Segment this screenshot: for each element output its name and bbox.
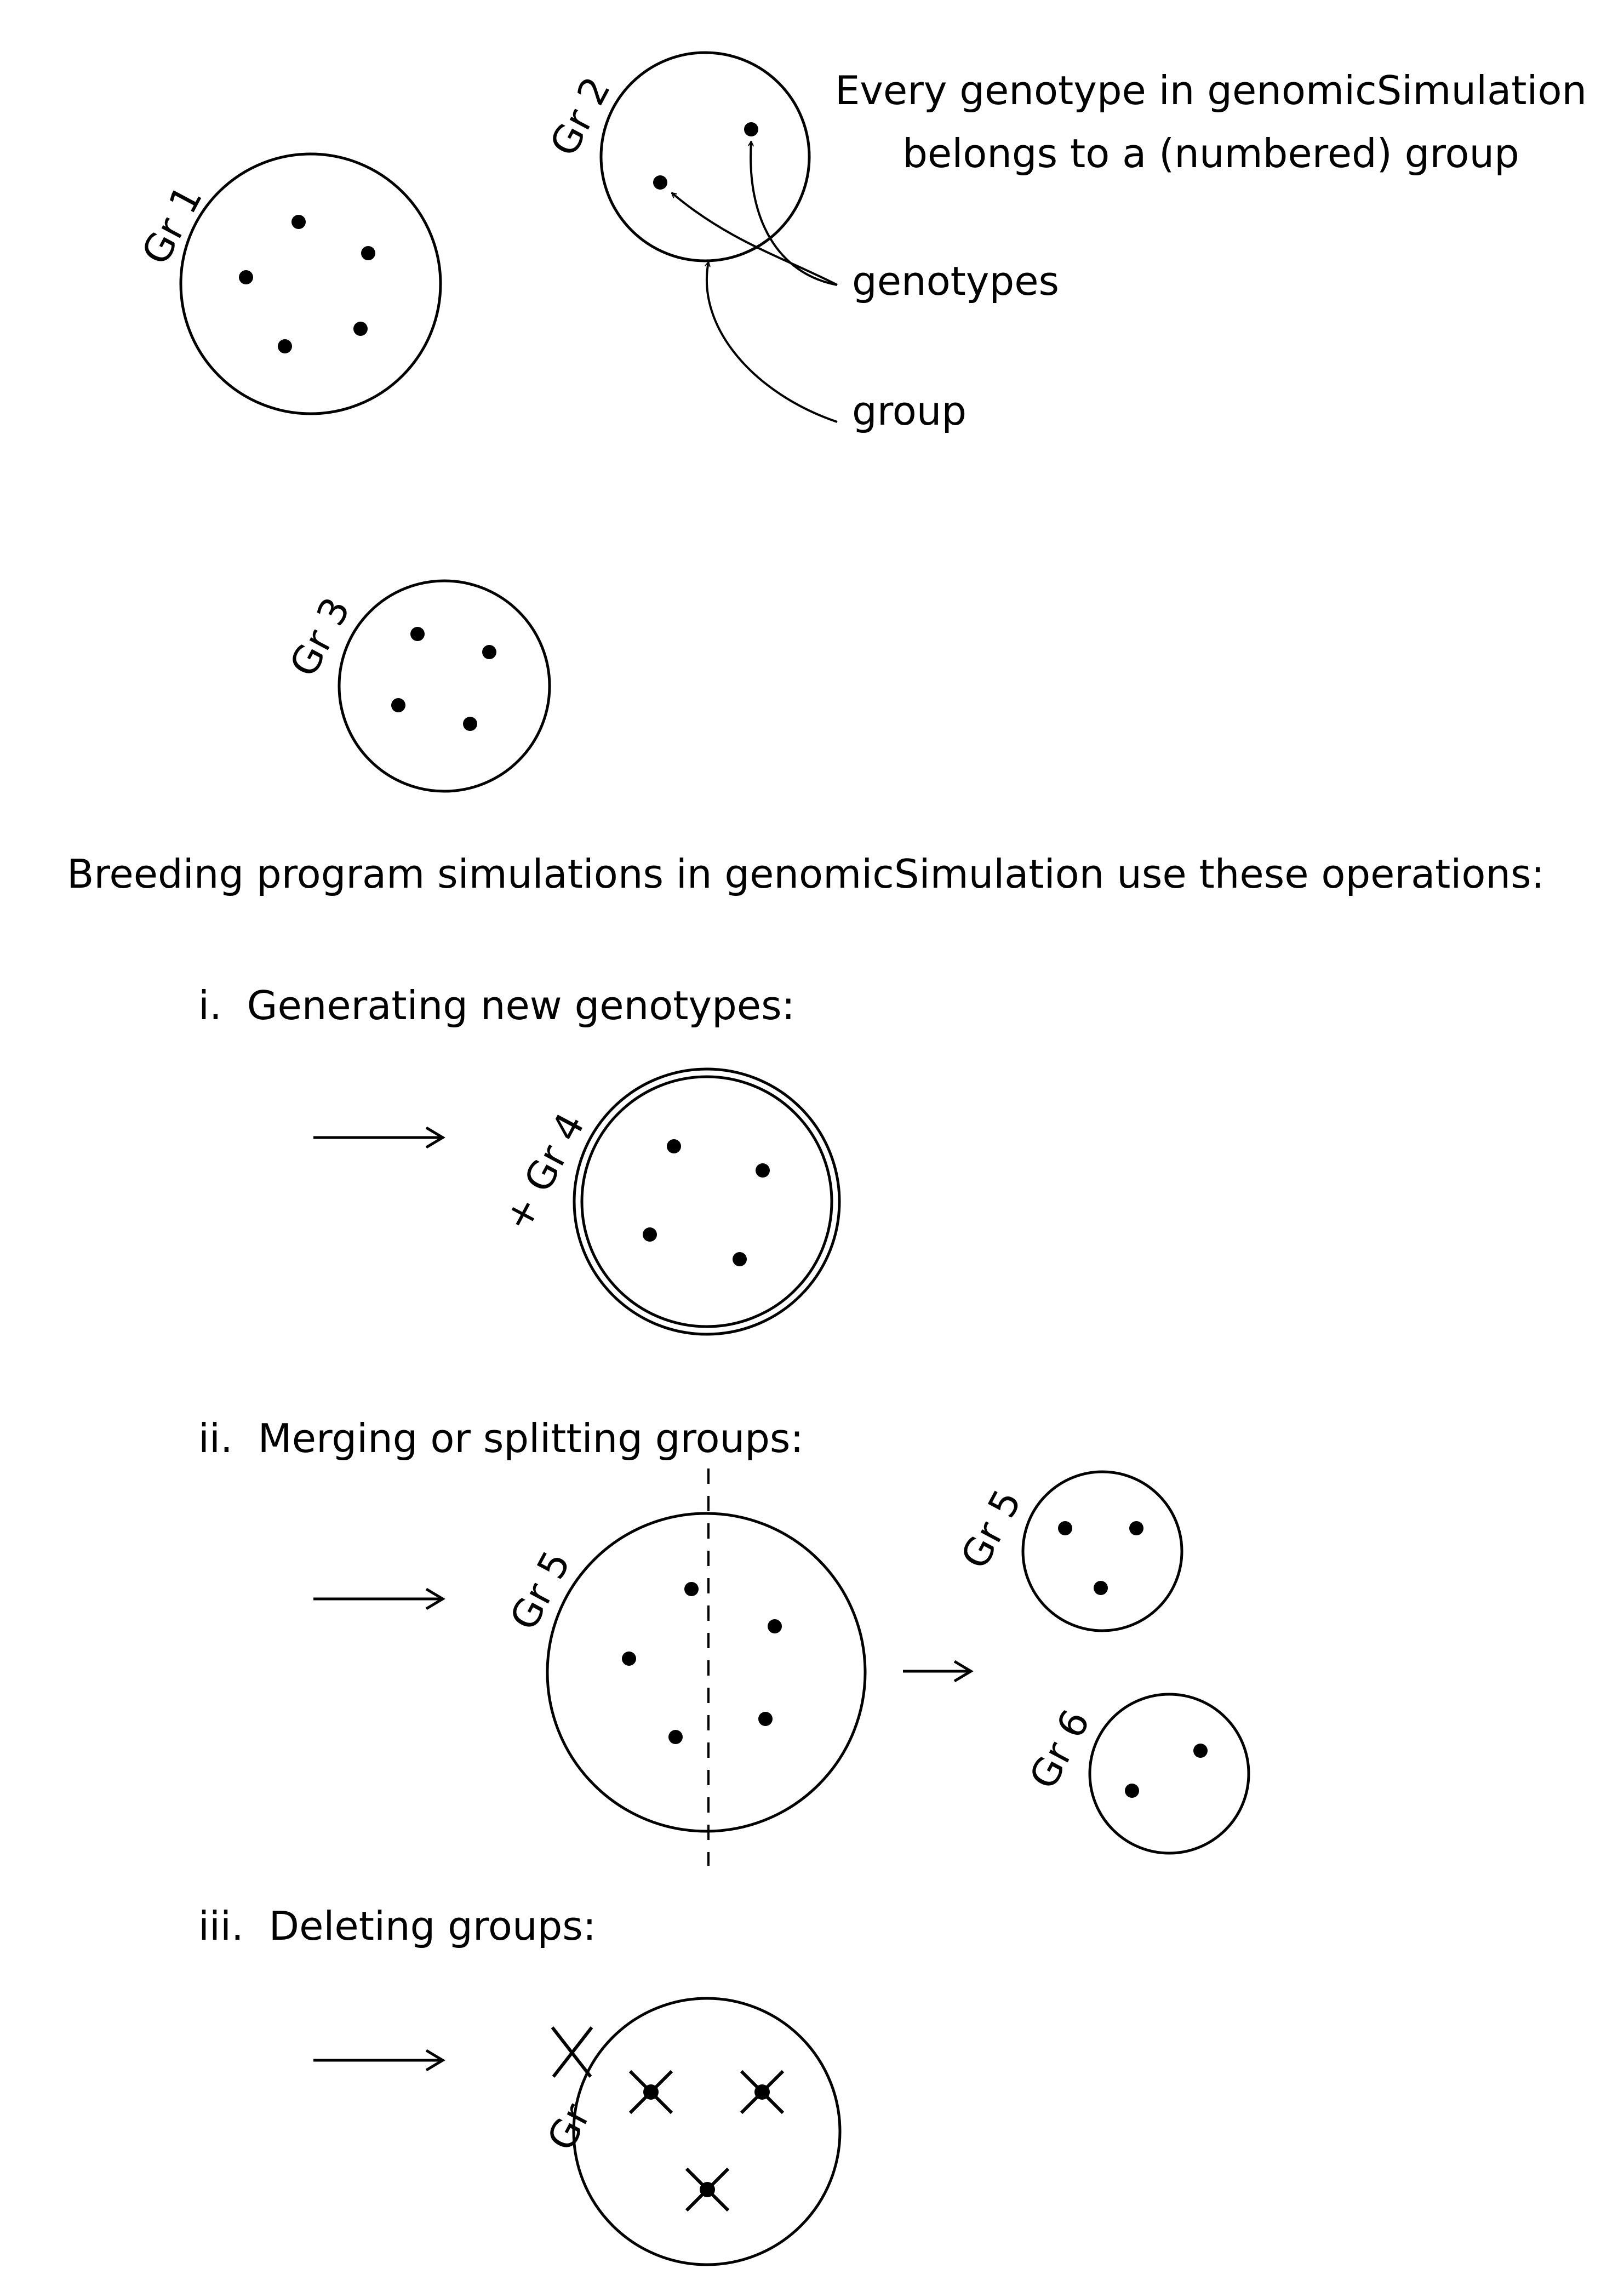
genotype-dots [391,627,496,731]
cross-icon [685,2167,730,2212]
operation-1-label: i. Generating new genotypes: [198,982,795,1028]
operation-1-arrow [313,1126,445,1149]
operation-3-label: iii. Deleting groups: [198,1903,596,1949]
group-4: + Gr 4 [495,1067,841,1336]
genotype-dots [622,1582,782,1744]
group-1-label: Gr 1 [133,178,211,272]
arrow-to-group [707,262,838,423]
group-3-label: Gr 3 [281,590,359,684]
group-3: Gr 3 [281,579,551,793]
deleted-group-label: Gr [539,2096,599,2158]
group-1: Gr 1 [133,152,442,415]
group-6: Gr 6 [1021,1693,1250,1855]
group-2-label: Gr 2 [541,70,620,163]
intro-line-2: belongs to a (numbered) group [902,130,1519,176]
operations-heading: Breeding program simulations in genomicS… [67,851,1545,897]
split-arrow [903,1660,974,1683]
group-5-merged: Gr 5 [501,1468,867,1866]
group-2: Gr 2 [541,51,811,262]
intro-line-1: Every genotype in genomicSimulation [835,67,1587,113]
label-strike-cross-icon [551,2026,593,2078]
operation-2-arrow [313,1587,445,1610]
group-label: group [852,388,967,434]
genotype-dots [653,122,758,190]
cross-icon [628,2070,673,2115]
genotype-dots [643,1139,770,1266]
group-5-split-label: Gr 5 [952,1482,1031,1576]
operation-3-arrow [313,2049,445,2072]
group-6-label: Gr 6 [1021,1702,1099,1796]
cross-icon [740,2070,785,2115]
deleted-genotypes [628,2070,785,2212]
group-5-label: Gr 5 [501,1544,580,1637]
genotypes-label: genotypes [852,258,1059,304]
genotype-dots [1058,1521,1143,1595]
deleted-group: Gr [539,1997,842,2266]
genotype-dots [1125,1744,1208,1798]
arrow-to-genotype-b [751,141,838,286]
group-5-split: Gr 5 [952,1470,1183,1632]
genotype-dots [239,215,375,353]
annotation-arrows [672,141,838,423]
arrow-to-genotype-a [672,192,838,286]
operation-2-label: ii. Merging or splitting groups: [198,1415,804,1461]
